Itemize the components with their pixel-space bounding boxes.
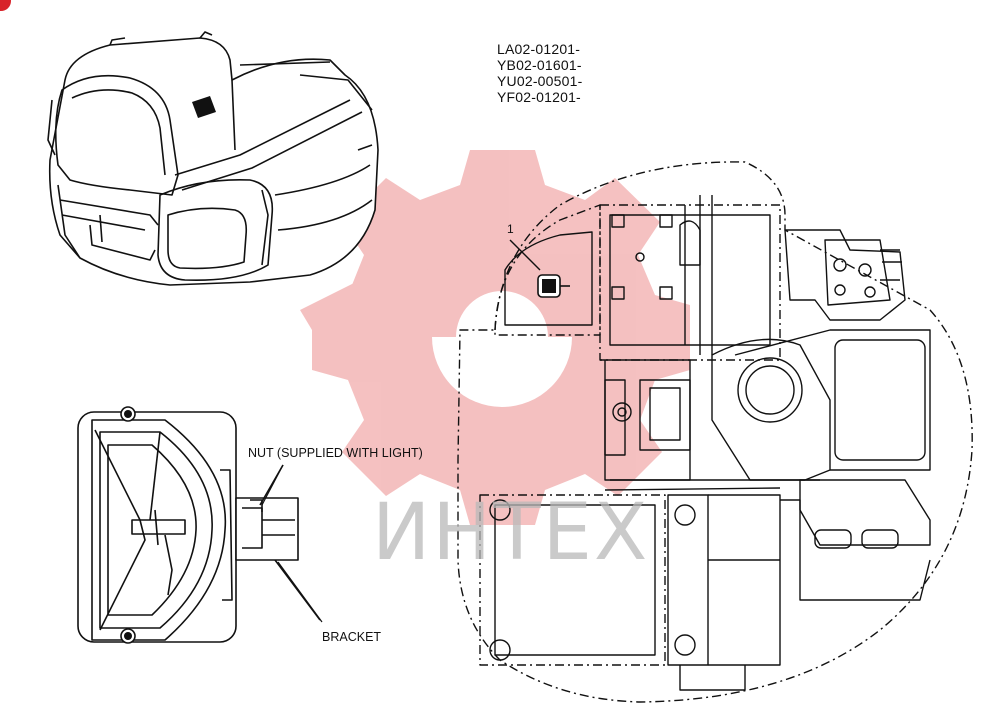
mount-nut-top	[124, 410, 132, 418]
callout-item-1: 1	[507, 222, 514, 236]
nut-label: NUT (SUPPLIED WITH LIGHT)	[248, 446, 423, 460]
bracket-label: BRACKET	[322, 630, 382, 644]
upper-structure-plan	[457, 161, 973, 703]
serial-number: YU02-00501-	[497, 73, 583, 89]
mount-nut-bottom	[124, 632, 132, 640]
work-light-marker	[192, 96, 216, 118]
work-light-detail	[77, 406, 321, 644]
serial-number: YF02-01201-	[497, 89, 581, 105]
gear-logo-watermark	[300, 150, 690, 525]
corner-mark	[0, 0, 11, 11]
serial-number-list: LA02-01201- YB02-01601- YU02-00501- YF02…	[497, 41, 582, 105]
serial-number: LA02-01201-	[497, 41, 581, 57]
bracket-leader	[277, 561, 323, 623]
work-light-location	[537, 274, 570, 298]
watermark-text: ИНТЕХ	[372, 488, 650, 578]
serial-number: YB02-01601-	[497, 57, 582, 73]
nut-leader	[261, 464, 284, 506]
cabin-illustration	[47, 31, 379, 286]
